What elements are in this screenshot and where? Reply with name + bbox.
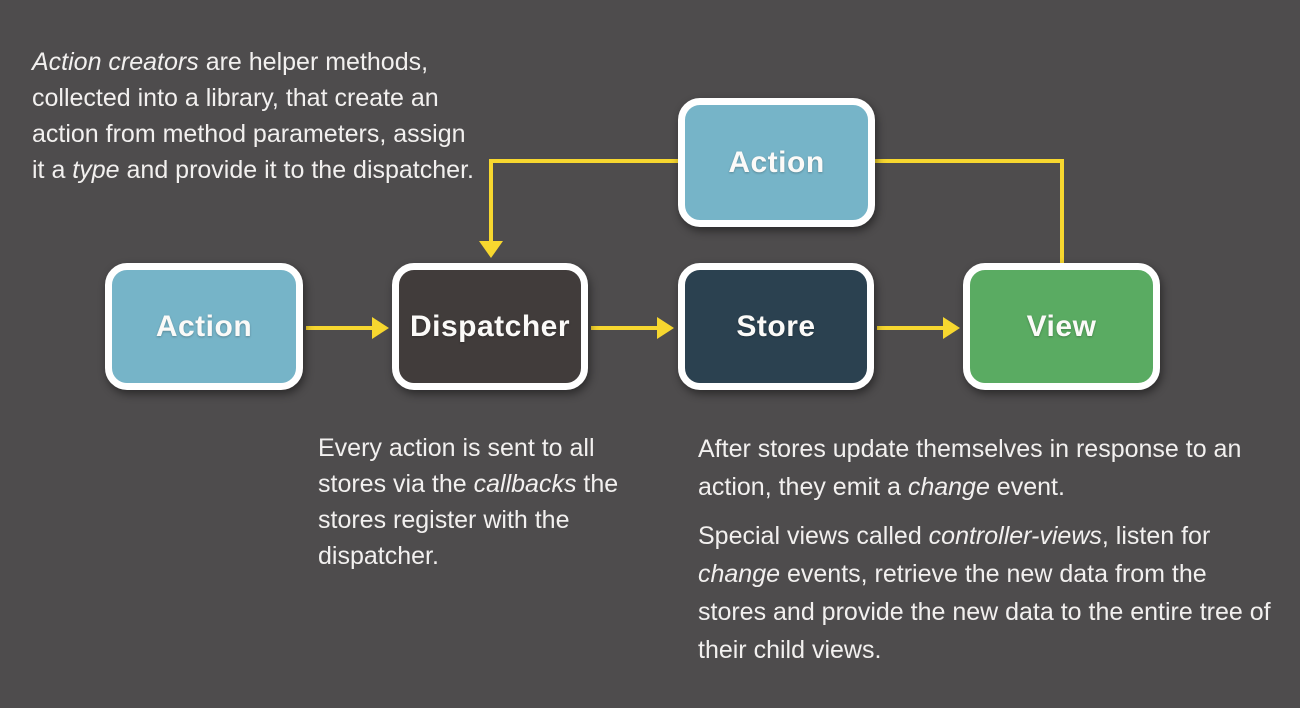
dispatcher-note: Every action is sent to all stores via t… bbox=[318, 430, 653, 574]
node-action-label: Action bbox=[155, 309, 253, 343]
node-action-top-label: Action bbox=[728, 145, 825, 179]
node-dispatcher-label: Dispatcher bbox=[409, 309, 571, 343]
edge-action-to-dispatcher-vertical bbox=[489, 159, 493, 242]
edge-action-to-dispatcher-shaft bbox=[306, 326, 372, 330]
dispatcher-note-text: Every action is sent to all stores via t… bbox=[318, 434, 619, 570]
node-action-top: Action bbox=[678, 98, 875, 227]
arrowhead-right-icon bbox=[657, 317, 674, 339]
arrowhead-right-icon bbox=[372, 317, 389, 339]
action-creators-note: Action creators are helper methods, coll… bbox=[32, 44, 476, 188]
node-view-label: View bbox=[1026, 309, 1097, 343]
store-view-note: After stores update themselves in respon… bbox=[698, 430, 1276, 669]
node-store-label: Store bbox=[736, 309, 816, 343]
action-creators-note-text: Action creators are helper methods, coll… bbox=[32, 48, 474, 184]
edge-view-to-action-vertical bbox=[1060, 159, 1064, 263]
arrowhead-down-icon bbox=[479, 241, 503, 258]
edge-view-to-action-horizontal bbox=[875, 159, 1064, 163]
node-action: Action bbox=[105, 263, 303, 390]
store-note-paragraph-1: After stores update themselves in respon… bbox=[698, 435, 1242, 501]
edge-store-to-view-shaft bbox=[877, 326, 943, 330]
node-view: View bbox=[963, 263, 1160, 390]
node-dispatcher: Dispatcher bbox=[392, 263, 588, 390]
edge-action-to-dispatcher-horizontal bbox=[489, 159, 678, 163]
arrowhead-right-icon bbox=[943, 317, 960, 339]
edge-dispatcher-to-store-shaft bbox=[591, 326, 657, 330]
store-note-paragraph-2: Special views called controller-views, l… bbox=[698, 522, 1271, 664]
node-store: Store bbox=[678, 263, 874, 390]
